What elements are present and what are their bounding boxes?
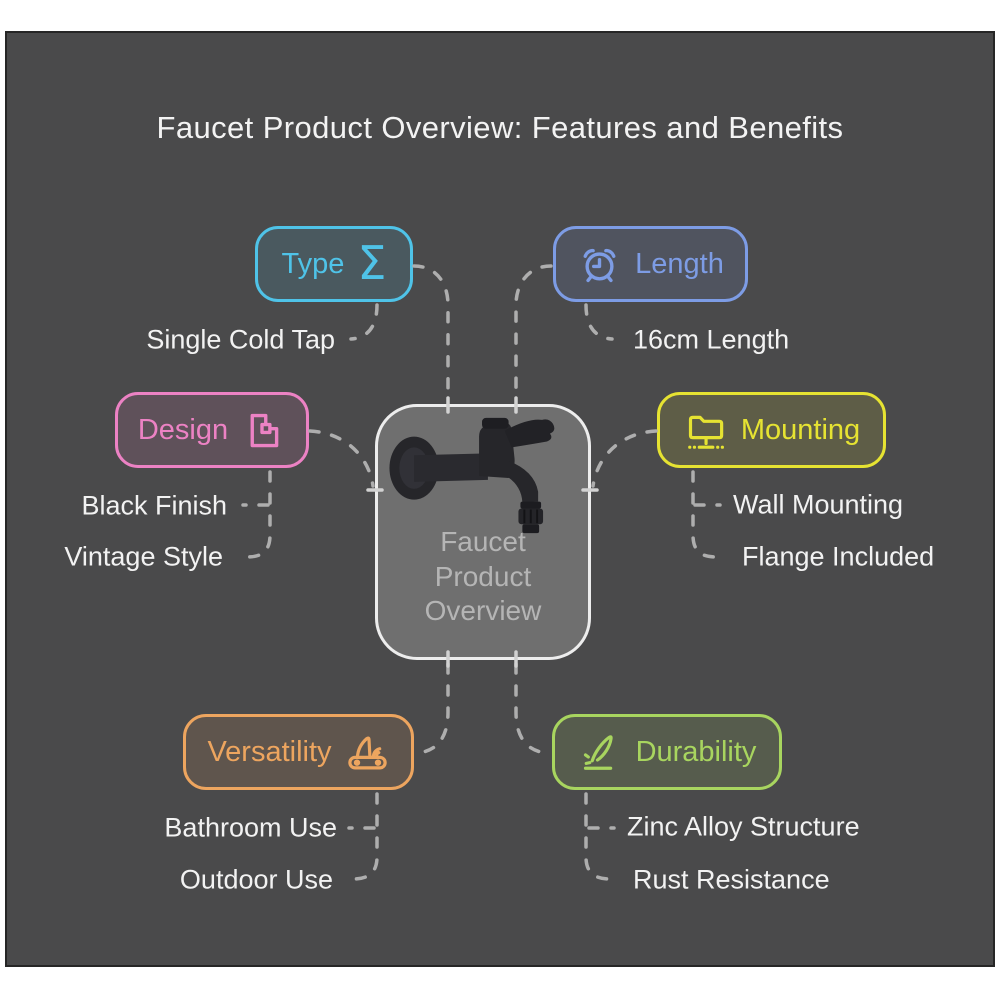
branch-box-mounting: Mounting bbox=[657, 392, 886, 468]
feature-label: Flange Included bbox=[742, 541, 935, 572]
feature-label: Outdoor Use bbox=[179, 864, 333, 895]
faucet-image bbox=[389, 417, 555, 534]
branch-label-mounting: Mounting bbox=[740, 413, 861, 446]
feature-label: Rust Resistance bbox=[633, 864, 830, 895]
feature-label: Zinc Alloy Structure bbox=[627, 811, 860, 842]
feature-label: Wall Mounting bbox=[733, 489, 904, 520]
feature-label: Single Cold Tap bbox=[146, 324, 335, 355]
center-node-label: Faucet Product Overview bbox=[424, 526, 542, 627]
branch-label-versatility: Versatility bbox=[207, 735, 332, 768]
alarm-clock-icon bbox=[577, 242, 622, 287]
feature-label: 16cm Length bbox=[633, 324, 790, 355]
center-node: Faucet Product Overview bbox=[375, 404, 591, 660]
swiss-army-knife-icon bbox=[345, 730, 390, 775]
branch-label-length: Length bbox=[635, 247, 724, 280]
carving-knife-icon bbox=[578, 730, 623, 775]
diagram-title: Faucet Product Overview: Features and Be… bbox=[156, 110, 844, 145]
branch-label-type: Type bbox=[281, 247, 345, 280]
network-folder-icon bbox=[683, 408, 728, 453]
branch-label-design: Design bbox=[137, 413, 229, 446]
feature-label: Vintage Style bbox=[64, 541, 223, 572]
feature-label: Black Finish bbox=[81, 490, 227, 521]
shape-union-icon bbox=[241, 408, 286, 453]
branch-label-durability: Durability bbox=[635, 735, 757, 768]
branch-box-versatility: Versatility bbox=[183, 714, 414, 790]
branch-box-length: Length bbox=[553, 226, 748, 302]
branch-box-design: Design bbox=[115, 392, 309, 468]
branch-box-durability: Durability bbox=[552, 714, 782, 790]
feature-label: Bathroom Use bbox=[164, 812, 337, 843]
branch-box-type: Type Σ bbox=[255, 226, 413, 302]
sigma-icon: Σ bbox=[357, 235, 387, 290]
